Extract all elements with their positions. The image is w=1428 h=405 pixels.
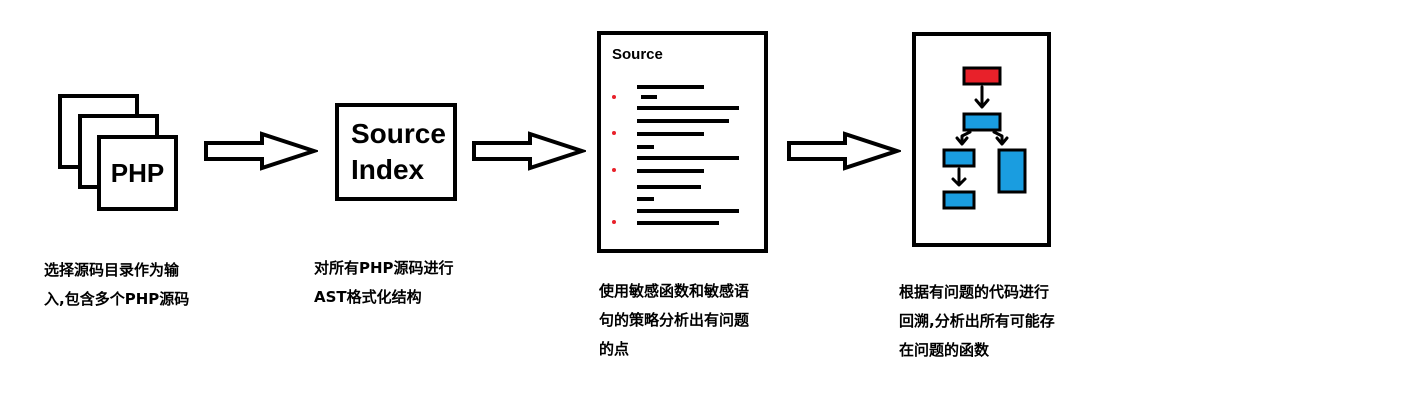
caller-node	[942, 190, 976, 210]
arrow-right-icon	[787, 131, 901, 171]
caption-line: 使用敏感函数和敏感语	[599, 282, 750, 300]
php-file-front: PHP	[97, 135, 178, 211]
php-file-label: PHP	[110, 157, 165, 188]
call-graph-icon	[912, 32, 1051, 247]
source-index-icon: Source Index	[335, 103, 457, 201]
caption-line: 在问题的函数	[899, 341, 990, 359]
caption-line: 回溯,分析出所有可能存	[899, 312, 1055, 330]
arrow-right-icon	[204, 131, 318, 171]
arrow-right-icon	[472, 131, 586, 171]
caption-line: 根据有问题的代码进行	[899, 283, 1050, 301]
caption-line: 选择源码目录作为输	[44, 261, 180, 279]
source-document-icon: Source	[597, 31, 768, 253]
source-code-lines	[612, 85, 739, 225]
source-index-label: Source Index	[351, 116, 446, 188]
sensitive-point-marker	[612, 131, 616, 135]
step-4-caption: 根据有问题的代码进行 回溯,分析出所有可能存 在问题的函数	[899, 278, 1055, 365]
caption-line: 句的策略分析出有问题	[599, 311, 750, 329]
step-3-caption: 使用敏感函数和敏感语 句的策略分析出有问题 的点	[599, 277, 749, 364]
caller-node	[942, 148, 976, 168]
sensitive-point-marker	[612, 95, 616, 99]
source-index-line-1: Source	[351, 118, 446, 149]
source-document-title: Source	[612, 46, 663, 63]
caption-line: 对所有PHP源码进行	[314, 259, 454, 277]
sensitive-point-markers	[612, 95, 616, 224]
caller-node	[997, 148, 1027, 194]
caption-line: 的点	[599, 340, 630, 358]
caller-node	[962, 112, 1002, 132]
caption-line: 入,包含多个PHP源码	[44, 290, 190, 308]
source-index-line-2: Index	[351, 154, 425, 185]
sensitive-point-marker	[612, 168, 616, 172]
step-2-caption: 对所有PHP源码进行 AST格式化结构	[314, 254, 454, 312]
caption-line: AST格式化结构	[314, 288, 422, 306]
call-graph-drawing	[942, 66, 1027, 210]
problem-node	[962, 66, 1002, 86]
step-1-caption: 选择源码目录作为输 入,包含多个PHP源码	[44, 256, 189, 314]
sensitive-point-marker	[612, 220, 616, 224]
